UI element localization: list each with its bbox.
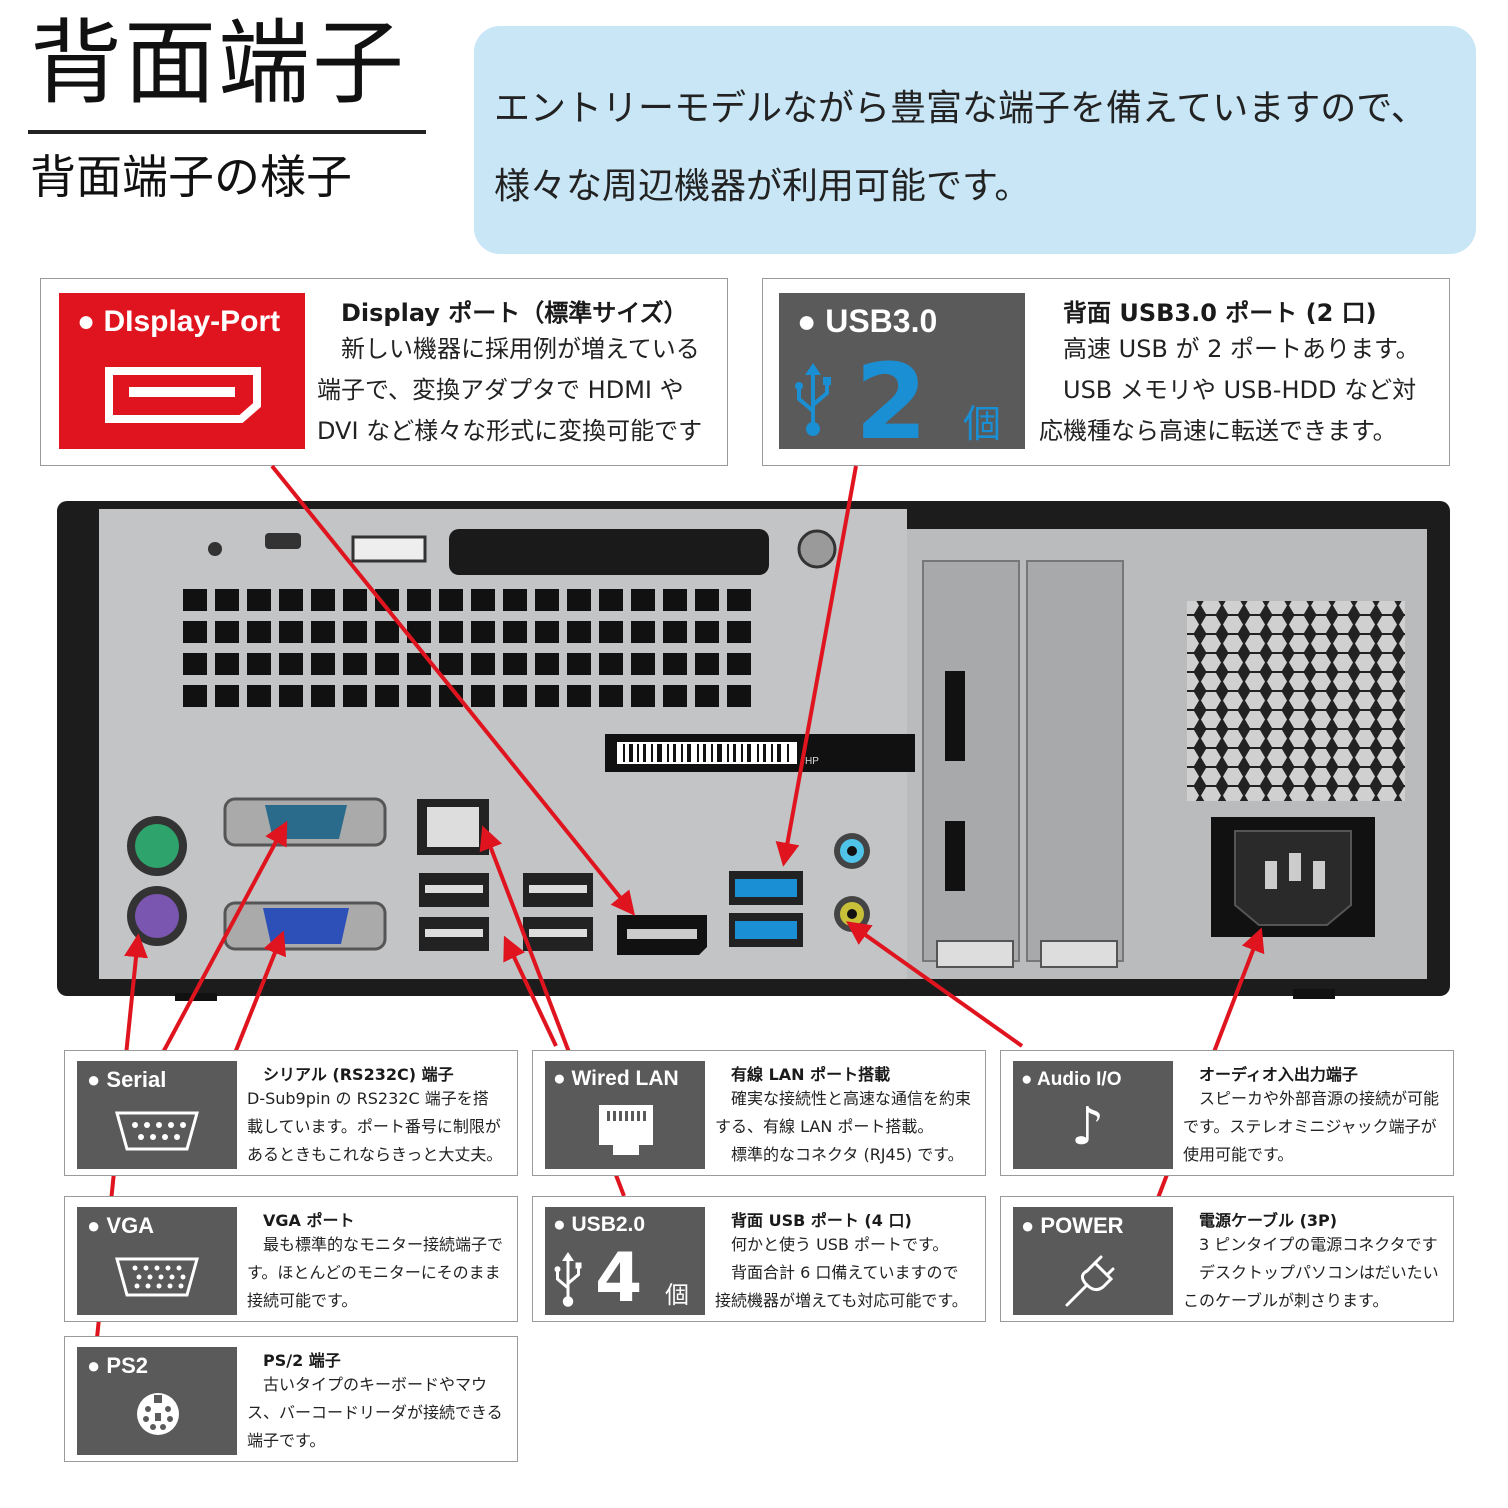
power-card: ● POWER 電源ケーブル (3P) 3 ピンタイプの電源コネクタです デスク… bbox=[1000, 1196, 1454, 1322]
usb3-card: ● USB3.0 2 個 背面 USB3.0 ポート (2 口) 高速 USB … bbox=[762, 278, 1450, 466]
usb3-title: 背面 USB3.0 ポート (2 口) bbox=[1063, 299, 1377, 327]
intro-callout: エントリーモデルながら豊富な端子を備えていますので、 様々な周辺機器が利用可能で… bbox=[474, 26, 1476, 254]
vga-connector-icon bbox=[115, 1257, 199, 1297]
usb2-title: 背面 USB ポート (4 口) bbox=[731, 1211, 912, 1230]
ps2-body: 古いタイプのキーボードやマウ ス、バーコードリーダが接続できる 端子です。 bbox=[247, 1375, 503, 1450]
usb2-body: 何かと使う USB ポートです。 背面合計 6 口備えていますので 接続機器が増… bbox=[715, 1235, 968, 1310]
db9-serial-icon bbox=[115, 1111, 199, 1151]
audio-body: スピーカや外部音源の接続が可能 です。ステレオミニジャック端子が 使用可能です。 bbox=[1183, 1089, 1440, 1164]
displayport-card: ● DIsplay-Port Display ポート（標準サイズ） 新しい機器に… bbox=[40, 278, 728, 466]
lan-card: ● Wired LAN 有線 LAN ポート搭載 確実な接続性と高速な通信を約束… bbox=[532, 1050, 986, 1176]
rj45-lan-icon bbox=[599, 1105, 653, 1155]
ps2-card: ● PS2 PS/2 端子 古いタイプのキーボードやマウ ス、バーコードリーダが… bbox=[64, 1336, 518, 1462]
serial-title: シリアル (RS232C) 端子 bbox=[263, 1065, 454, 1084]
audio-title: オーディオ入出力端子 bbox=[1199, 1065, 1358, 1084]
vga-badge: ● VGA bbox=[77, 1207, 237, 1315]
lan-badge: ● Wired LAN bbox=[545, 1061, 705, 1169]
usb2-card: ● USB2.0 4 個 背面 USB ポート (4 口) 何かと使う USB … bbox=[532, 1196, 986, 1322]
usb3-badge: ● USB3.0 2 個 bbox=[779, 293, 1025, 463]
power-badge-label: ● POWER bbox=[1021, 1213, 1124, 1238]
serial-badge: ● Serial bbox=[77, 1061, 237, 1169]
arrow-vga-top bbox=[231, 930, 287, 1059]
ps2-badge-label: ● PS2 bbox=[87, 1353, 148, 1378]
intro-line-2: 様々な周辺機器が利用可能です。 bbox=[494, 166, 1031, 207]
lan-badge-label: ● Wired LAN bbox=[553, 1067, 679, 1090]
lan-body: 確実な接続性と高速な通信を約束 する、有線 LAN ポート搭載。 標準的なコネク… bbox=[715, 1089, 972, 1164]
arrow-usb2 bbox=[503, 935, 558, 1047]
arrow-displayport bbox=[270, 464, 636, 916]
usb2-count: 4 bbox=[595, 1239, 643, 1318]
music-note-icon: ♪ bbox=[1071, 1097, 1105, 1157]
page-title: 背面端子 bbox=[30, 10, 407, 117]
vga-body: 最も標準的なモニター接続端子で す。ほとんどのモニターにそのまま 接続可能です。 bbox=[247, 1235, 504, 1310]
power-title: 電源ケーブル (3P) bbox=[1199, 1211, 1338, 1230]
arrow-audio bbox=[846, 921, 1024, 1048]
displayport-title: Display ポート（標準サイズ） bbox=[341, 299, 688, 327]
displayport-badge: ● DIsplay-Port bbox=[59, 293, 305, 449]
serial-body: D-Sub9pin の RS232C 端子を搭 載しています。ポート番号に制限が… bbox=[247, 1089, 503, 1164]
title-underline bbox=[28, 130, 426, 134]
vent-grid bbox=[183, 589, 751, 707]
arrow-serial bbox=[158, 820, 288, 1059]
power-body: 3 ピンタイプの電源コネクタです デスクトップパソコンはだいたい このケーブルが… bbox=[1183, 1235, 1439, 1310]
usb3-badge-label: ● USB3.0 bbox=[797, 303, 938, 339]
usb-icon bbox=[795, 363, 831, 436]
page-subtitle: 背面端子の様子 bbox=[30, 150, 352, 204]
vga-title: VGA ポート bbox=[263, 1211, 355, 1230]
pc-rear-panel-image: HP bbox=[57, 501, 1450, 1001]
vga-card: ● VGA VGA ポート 最も標準的なモニター接続端子で す。ほとんどのモニタ… bbox=[64, 1196, 518, 1322]
usb3-unit: 個 bbox=[963, 404, 1002, 446]
intro-line-1: エントリーモデルながら豊富な端子を備えていますので、 bbox=[494, 88, 1427, 129]
displayport-body: 新しい機器に採用例が増えている 端子で、変換アダプタで HDMI や DVI な… bbox=[317, 335, 703, 445]
audio-badge: ● Audio I/O ♪ bbox=[1013, 1061, 1173, 1169]
power-plug-icon bbox=[1065, 1255, 1115, 1307]
usb2-badge-label: ● USB2.0 bbox=[553, 1213, 646, 1236]
audio-badge-label: ● Audio I/O bbox=[1021, 1069, 1122, 1090]
usb3-body: 高速 USB が 2 ポートあります。 USB メモリや USB-HDD など対… bbox=[1039, 335, 1420, 445]
usb2-badge: ● USB2.0 4 個 bbox=[545, 1207, 705, 1318]
audio-card: ● Audio I/O ♪ オーディオ入出力端子 スピーカや外部音源の接続が可能… bbox=[1000, 1050, 1454, 1176]
displayport-connector-icon bbox=[105, 367, 261, 423]
lan-title: 有線 LAN ポート搭載 bbox=[731, 1065, 891, 1084]
serial-badge-label: ● Serial bbox=[87, 1067, 167, 1092]
hp-label-text: HP bbox=[805, 756, 819, 767]
vga-badge-label: ● VGA bbox=[87, 1213, 155, 1238]
power-badge: ● POWER bbox=[1013, 1207, 1173, 1315]
usb2-unit: 個 bbox=[665, 1282, 689, 1309]
serial-card: ● Serial シリアル (RS232C) 端子 D-Sub9pin の RS… bbox=[64, 1050, 518, 1176]
ps2-badge: ● PS2 bbox=[77, 1347, 237, 1455]
usb-icon bbox=[554, 1252, 582, 1307]
ps2-title: PS/2 端子 bbox=[263, 1351, 341, 1370]
arrow-usb3 bbox=[775, 465, 858, 867]
displayport-badge-label: ● DIsplay-Port bbox=[77, 305, 281, 338]
usb3-count: 2 bbox=[855, 341, 928, 463]
ps2-connector-icon bbox=[137, 1393, 179, 1435]
